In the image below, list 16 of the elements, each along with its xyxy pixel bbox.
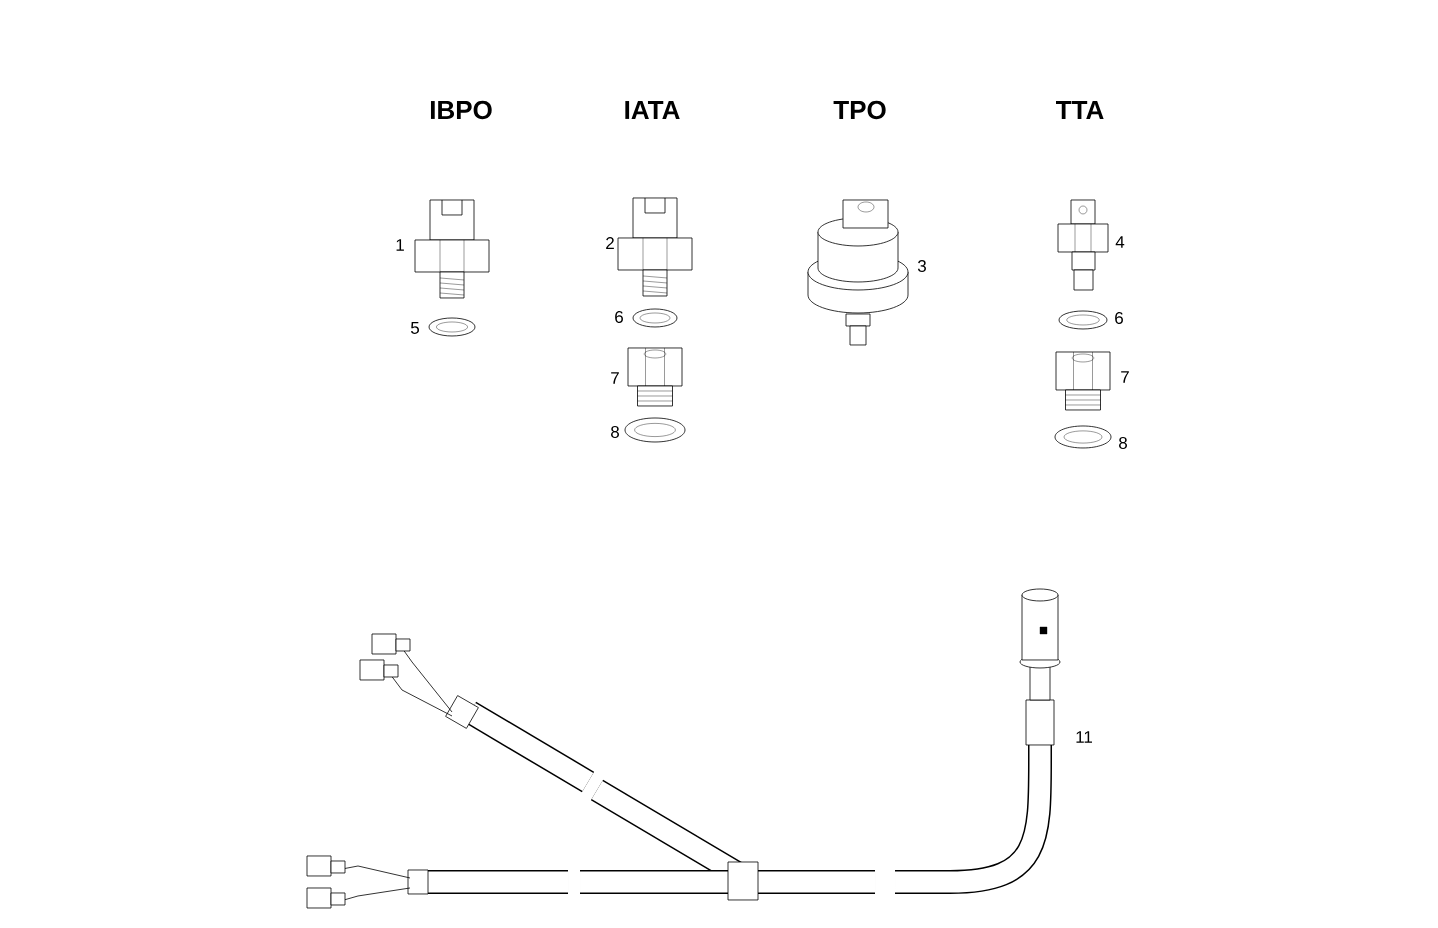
section-heading: IATA bbox=[625, 101, 680, 119]
callout-number: 3 bbox=[917, 259, 926, 272]
callout-number: 11 bbox=[1076, 731, 1092, 743]
callout-number: 8 bbox=[611, 425, 619, 438]
callout-number: 8 bbox=[1119, 436, 1127, 449]
callout-number: 7 bbox=[611, 372, 619, 384]
callout-number: 2 bbox=[606, 237, 614, 249]
callout-number: 6 bbox=[615, 310, 623, 323]
callout-number: 7 bbox=[1121, 371, 1129, 383]
section-heading: IBPO bbox=[430, 100, 492, 120]
callout-number: 6 bbox=[1115, 311, 1123, 324]
callout-number: 4 bbox=[1115, 236, 1125, 248]
callout-number: 5 bbox=[410, 322, 419, 334]
section-heading: TPO bbox=[833, 100, 886, 120]
callout-number: 1 bbox=[396, 239, 404, 251]
section-heading: TTA bbox=[1056, 101, 1104, 119]
